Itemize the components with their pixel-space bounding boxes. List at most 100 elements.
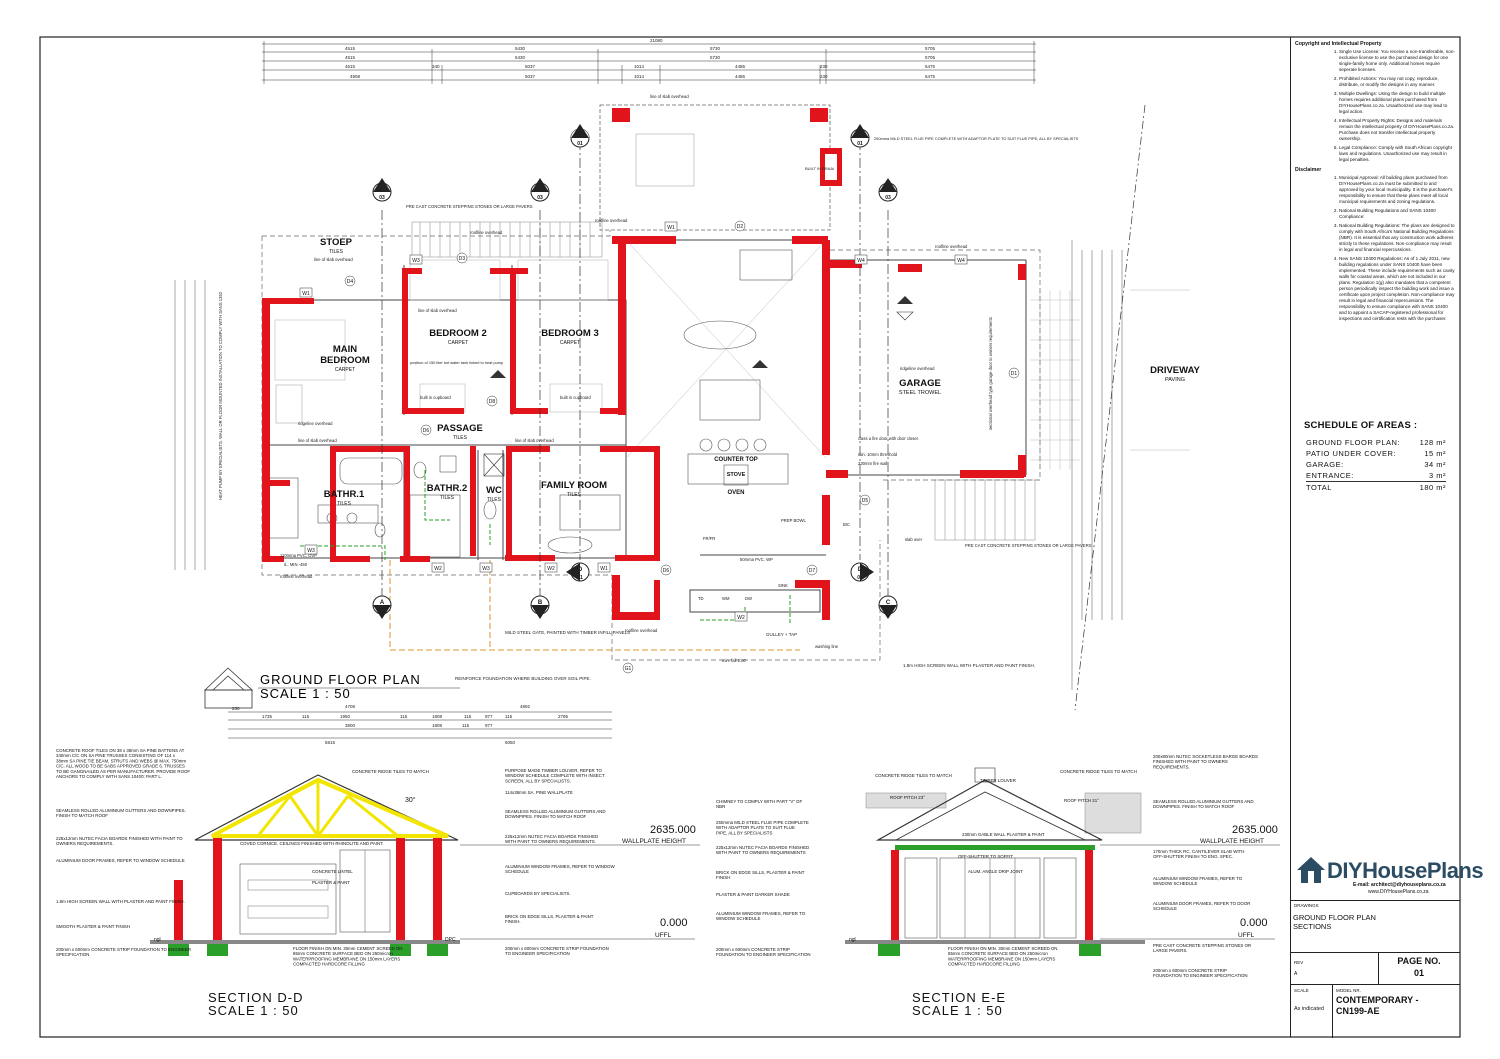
note-firedoor: class a fire door with door closer. xyxy=(858,436,919,441)
note-roofline-5: roofline overhead xyxy=(595,218,628,223)
note-td: TD xyxy=(698,596,704,601)
room-main-1: MAIN xyxy=(333,344,357,355)
tag-g1: G1 xyxy=(625,666,632,672)
disclaimer-item: National Building Regulations: The plans… xyxy=(1339,223,1456,253)
dim-row2-c: 5730 xyxy=(710,55,721,60)
rev-cell: REV A PAGE NO. 01 xyxy=(1290,952,1460,985)
side-dimensions xyxy=(174,250,1123,620)
note-flue: 250mma MILD STEEL FLUE PIPE COMPLETE WIT… xyxy=(874,136,1079,141)
room-bath2: BATHR.2 xyxy=(427,483,467,494)
disclaimer-list: Municipal Approval: All building plans p… xyxy=(1295,175,1456,322)
room-bed3: BEDROOM 3 xyxy=(541,328,599,339)
model-cell: MODEL NR. CONTEMPORARY - CN199-AE xyxy=(1332,985,1460,1038)
dd-dim-6: 1808 xyxy=(432,714,443,719)
room-garage: GARAGE xyxy=(899,378,941,389)
model-value-1: CONTEMPORARY - xyxy=(1336,995,1419,1005)
dim-row4-e: 230 xyxy=(820,74,828,79)
brand-email: E-mail: architect@diyhouseplans.co.za xyxy=(1353,882,1446,888)
brand-logo: DIYHousePlans E-mail: architect@diyhouse… xyxy=(1293,852,1484,900)
note-gate: MILD STEEL GATE, PAINTED WITH TIMBER INF… xyxy=(505,630,630,635)
pavers xyxy=(411,221,1036,541)
room-stoep: STOEP xyxy=(320,237,353,248)
dd-ngl: ngl xyxy=(154,937,161,943)
dd-dim-3: 115 xyxy=(302,714,310,719)
ee-ngl: ngl xyxy=(849,937,856,943)
dim-row1-b: 5430 xyxy=(515,46,526,51)
tag-w3-a: W3 xyxy=(307,548,315,554)
section-dd-scale: SCALE 1 : 50 xyxy=(208,1003,299,1018)
section-note: PLASTER & PAINT DARKER SHADE xyxy=(716,892,790,897)
schedule-row: GARAGE:34 m² xyxy=(1306,459,1446,470)
section-note: CUPBOARDS BY SPECIALISTS. xyxy=(505,891,571,896)
room-garage-finish: STEEL TROWEL xyxy=(899,390,941,396)
room-bed2-finish: CARPET xyxy=(448,340,468,346)
note-frfr: FR/FR xyxy=(703,536,715,541)
dim-row2-b: 5430 xyxy=(515,55,526,60)
room-wc-finish: TILES xyxy=(487,497,502,503)
tag-w2-a: W2 xyxy=(434,566,442,572)
tag-d7: D7 xyxy=(809,568,816,574)
rev-label: REV xyxy=(1294,960,1304,965)
counter-top-label: COUNTER TOP xyxy=(714,457,758,463)
note-threshold: min. 10mm threshold xyxy=(858,452,898,457)
plan-title: GROUND FLOOR PLAN xyxy=(260,672,421,687)
dim-row3-a: 4515 xyxy=(345,64,356,69)
schedule-title: SCHEDULE OF AREAS : xyxy=(1304,420,1418,431)
section-dd-title: SECTION D-D xyxy=(208,990,304,1005)
section-ee-drawing xyxy=(845,767,1145,956)
schedule-row: ENTRANCE:3 m² xyxy=(1306,470,1446,482)
ee-inner-pitch-l: ROOF PITCH 23° xyxy=(890,795,925,800)
note-bic-2: built in cupboard xyxy=(560,395,591,400)
dd-dim-17: 5915 xyxy=(325,740,336,745)
tag-w1-b: W1 xyxy=(667,225,675,231)
marker-a-2: A xyxy=(380,600,385,606)
tag-w4-b: W4 xyxy=(957,258,965,264)
room-passage-finish: TILES xyxy=(453,435,468,441)
section-note: SEAMLESS ROLLED ALUMINIUM GUTTERS AND DO… xyxy=(56,808,186,818)
dd-dim-14: 1808 xyxy=(432,723,443,728)
house-logo-icon xyxy=(1297,857,1325,883)
ee-inner-ridge-l: CONCRETE RIDGE TILES TO MATCH xyxy=(875,773,952,778)
dim-row4-c: 1014 xyxy=(634,74,645,79)
section-note: ALUMINIUM DOOR FRAMES, REFER TO WINDOW S… xyxy=(56,858,185,863)
drawings-value-2: SECTIONS xyxy=(1293,922,1332,931)
ee-inner-soffit: OFF-SHUTTER TO SOFFIT xyxy=(958,854,1013,859)
drawings-label: DRAWINGS xyxy=(1294,903,1319,908)
note-sink: SINK xyxy=(778,583,788,588)
copyright-section: Copyright and Intellectual Property Sing… xyxy=(1291,41,1460,322)
kitchen-fittings xyxy=(547,249,793,554)
dim-row1-c: 5730 xyxy=(710,46,721,51)
section-dd-notes: CONCRETE ROOF TILES ON 38 x 38mm SA PINE… xyxy=(56,748,191,957)
tag-w3-b: W3 xyxy=(482,566,490,572)
rev-value: A xyxy=(1294,971,1298,977)
ee-inner-gable: 230mm GABLE WALL PLASTER & PAINT xyxy=(962,832,1045,837)
floor-finish-note: FLOOR FINISH ON MIN. 30mm CEMENT SCREED … xyxy=(293,946,402,967)
note-geyser: position of 150 liter hot water tank lin… xyxy=(410,360,503,365)
schedule-value: 128 m² xyxy=(1419,438,1446,447)
opening-tags: W1 W1 W1 W2 W2 W2 W3 W3 W3 W4 W4 D1 D2 D… xyxy=(299,220,1020,674)
model-label: MODEL NR. xyxy=(1336,988,1361,993)
patio-area xyxy=(599,104,842,231)
note-slab-2: line of slab overhead xyxy=(314,257,353,262)
section-note: 114x38mm SA. PINE WALLPLATE xyxy=(505,790,573,795)
section-note: SMOOTH PLASTER & PAINT FINISH xyxy=(56,924,130,929)
disclaimer-item: National Building Regulations and SANS 1… xyxy=(1339,208,1456,220)
note-slabover-1: slab over xyxy=(905,537,923,542)
tag-w1-a: W1 xyxy=(302,291,310,297)
dd-dim-12: 4892 xyxy=(520,704,531,709)
note-roofline-3: roofline overhead xyxy=(280,574,313,579)
dd-dim-7: 115 xyxy=(464,714,472,719)
dim-total: 21080 xyxy=(650,38,663,43)
page-label: PAGE NO. xyxy=(1397,956,1441,966)
scale-value: As indicated xyxy=(1294,1006,1324,1012)
section-titles: SECTION D-D SCALE 1 : 50 SECTION E-E SCA… xyxy=(208,990,1005,1018)
oven-label: OVEN xyxy=(727,490,744,496)
